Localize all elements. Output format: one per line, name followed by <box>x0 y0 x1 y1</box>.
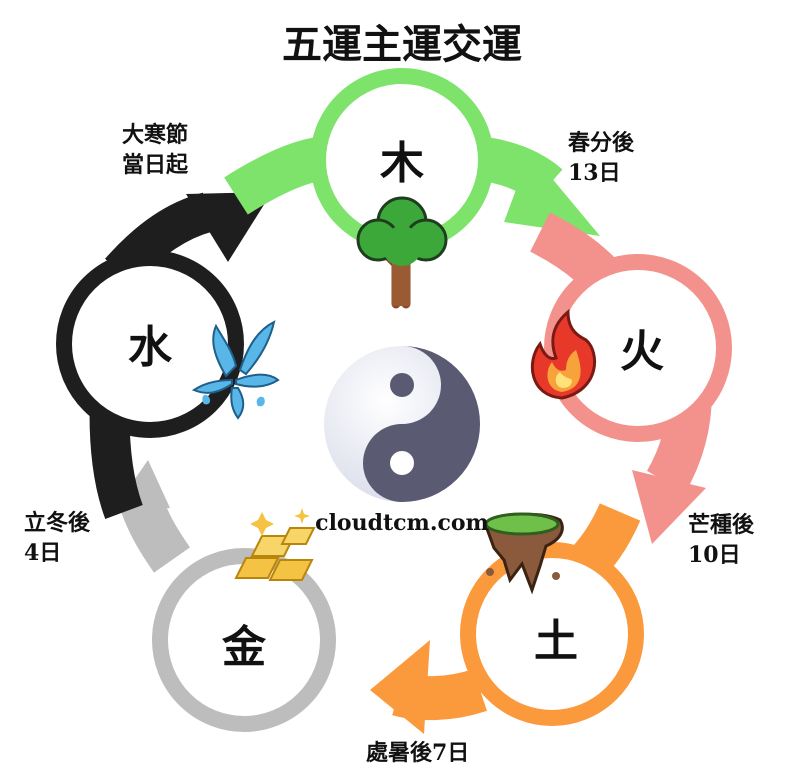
fire-label: 火 <box>620 326 664 377</box>
note-water-start-line2: 4日 <box>24 540 61 566</box>
note-metal-start: 處暑後7日 <box>366 740 469 766</box>
water-label: 水 <box>128 322 173 373</box>
note-earth-start-line1: 芒種後 <box>688 512 755 538</box>
yin-yang-icon <box>324 346 480 502</box>
note-fire-start-line1: 春分後 <box>568 130 635 156</box>
note-metal-start-line1: 處暑後7日 <box>366 740 469 766</box>
diagram-title: 五運主運交運 <box>282 22 522 68</box>
water-splash-icon <box>191 320 280 420</box>
tree-icon <box>356 196 448 309</box>
node-water: 水 <box>56 250 244 438</box>
node-metal: 金 <box>152 548 336 732</box>
wood-label: 木 <box>380 138 424 189</box>
note-fire-start-line2: 13日 <box>568 160 621 186</box>
earth-label: 土 <box>534 616 578 667</box>
node-earth: 土 <box>460 542 644 726</box>
note-wood-start-line2: 當日起 <box>122 152 189 178</box>
flame-icon <box>530 308 597 400</box>
earth-circle <box>460 542 644 726</box>
metal-circle <box>152 548 336 732</box>
water-circle <box>56 250 244 438</box>
note-wood-start-line1: 大寒節 <box>122 122 188 148</box>
metal-label: 金 <box>221 622 267 673</box>
note-fire-start: 春分後 13日 <box>568 130 635 186</box>
note-wood-start: 大寒節 當日起 <box>122 122 189 178</box>
note-water-start: 立冬後 4日 <box>24 510 91 566</box>
node-wood: 木 <box>310 68 494 252</box>
note-water-start-line1: 立冬後 <box>24 510 91 536</box>
note-earth-start: 芒種後 10日 <box>688 512 755 568</box>
note-earth-start-line2: 10日 <box>688 542 741 568</box>
soil-icon <box>484 512 564 595</box>
gold-bars-icon <box>234 508 316 581</box>
website-label: cloudtcm.com <box>315 510 489 536</box>
